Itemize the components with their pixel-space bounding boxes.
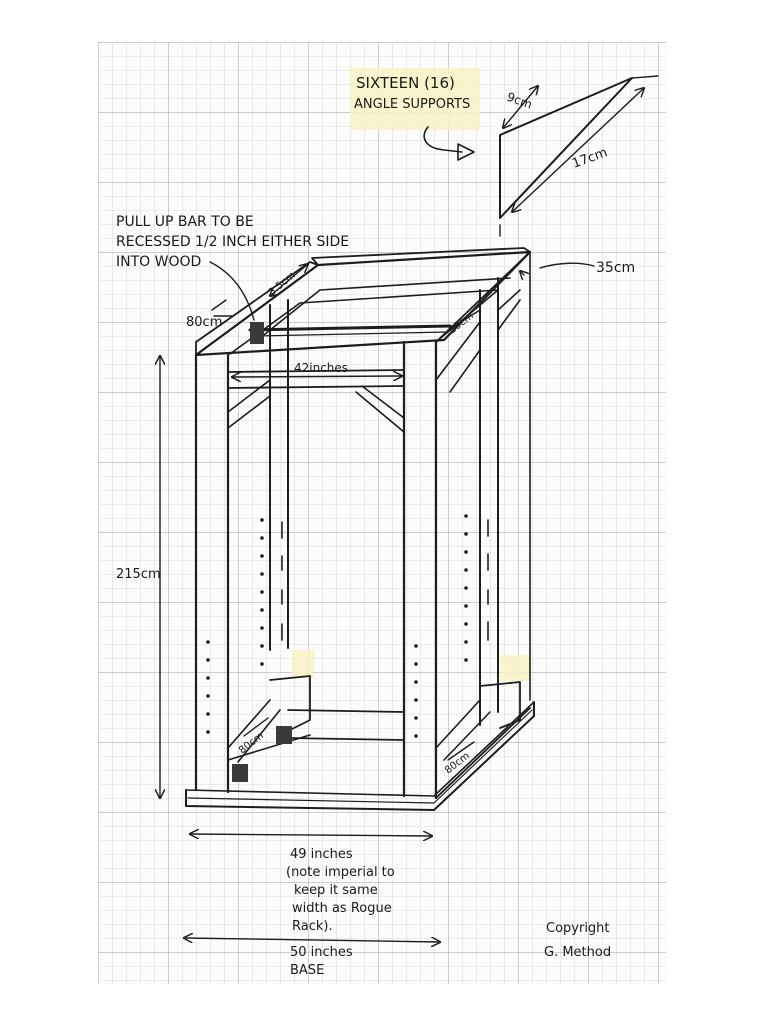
dim-inner-width: 42inches xyxy=(294,361,348,375)
highlight-left-foot xyxy=(292,650,314,678)
angle-note-line2: ANGLE SUPPORTS xyxy=(354,97,470,112)
width-note-line1: 49 inches xyxy=(290,847,353,862)
rack-frame xyxy=(185,247,535,811)
dim-35cm: 35cm xyxy=(596,260,635,276)
copyright-note: Copyright G. Method xyxy=(544,921,611,960)
bar-mount-icon xyxy=(250,322,264,344)
base-note-line2: BASE xyxy=(290,963,324,978)
highlight-right-foot xyxy=(500,655,530,681)
angle-support-detail xyxy=(423,75,659,237)
width-note-line3: keep it same xyxy=(294,883,378,898)
dimension-lines xyxy=(160,261,595,942)
hinge-icon xyxy=(232,764,248,782)
pullup-note-line1: PULL UP BAR TO BE xyxy=(116,214,254,230)
dim-brace-left: 80cm xyxy=(186,315,222,330)
dim-height: 215cm xyxy=(116,567,161,582)
base-note: 50 inches BASE xyxy=(290,945,353,978)
angle-note-line1: SIXTEEN (16) xyxy=(356,74,455,92)
pullup-note-line2: RECESSED 1/2 INCH EITHER SIDE xyxy=(116,234,349,250)
post-holes xyxy=(206,514,468,738)
pullup-note-line3: INTO WOOD xyxy=(116,254,201,270)
width-note-line2: (note imperial to xyxy=(286,865,395,880)
angle-note: SIXTEEN (16) ANGLE SUPPORTS 9cm 17cm xyxy=(354,74,610,172)
copyright-line1: Copyright xyxy=(546,921,610,936)
width-note-line4: width as Rogue xyxy=(292,901,392,916)
width-note: 49 inches (note imperial to keep it same… xyxy=(286,847,395,934)
highlight-angle-note xyxy=(350,68,480,130)
width-note-line5: Rack). xyxy=(292,919,333,934)
hinge-icon xyxy=(276,726,292,744)
grid-major xyxy=(98,42,666,984)
copyright-line2: G. Method xyxy=(544,945,611,960)
base-note-line1: 50 inches xyxy=(290,945,353,960)
pullup-note: PULL UP BAR TO BE RECESSED 1/2 INCH EITH… xyxy=(116,214,349,270)
